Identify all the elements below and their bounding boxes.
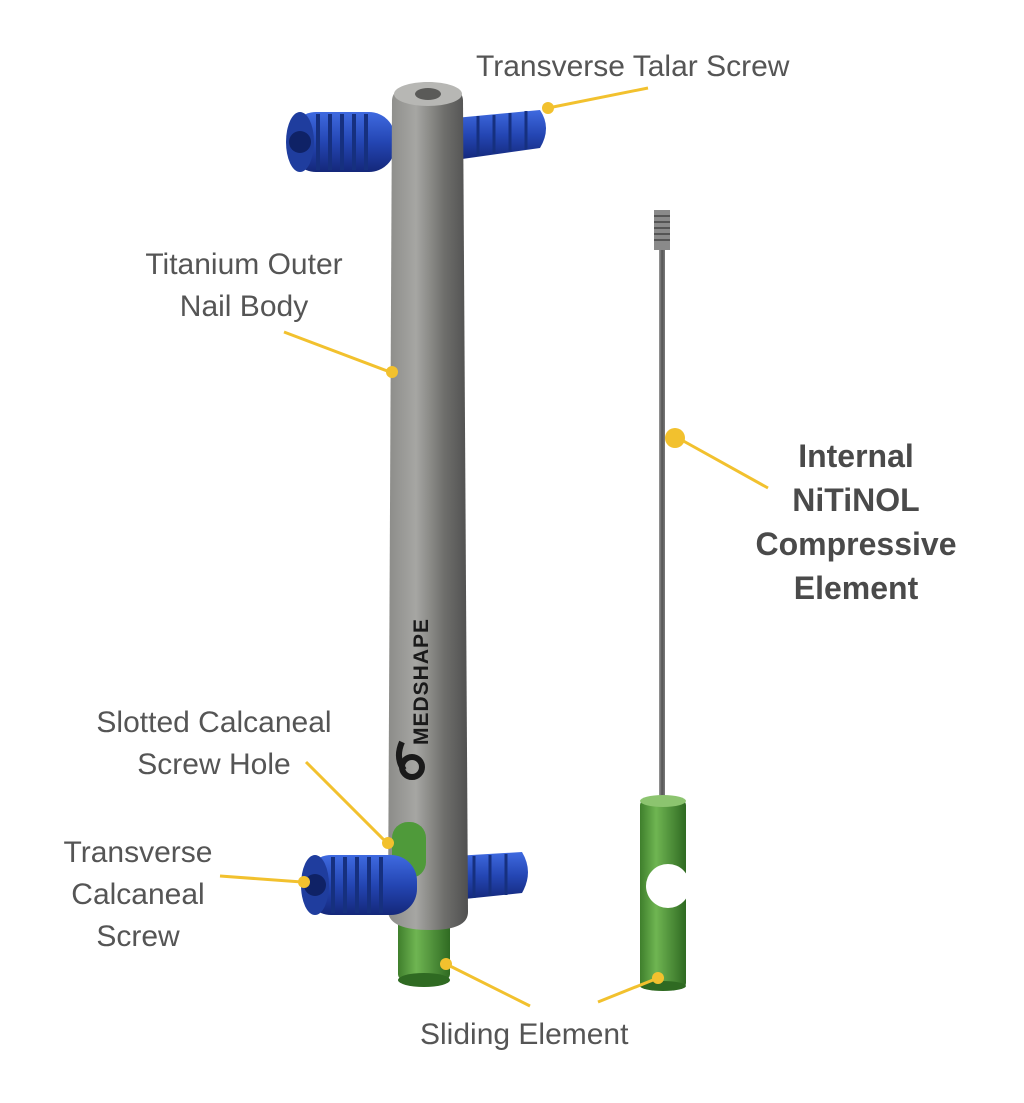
titanium-nail-body: MEDSHAPE	[388, 82, 468, 930]
label-transverse-calcaneal-screw: Transverse Calcaneal Screw	[63, 836, 213, 953]
nitinol-compressive-element	[640, 210, 690, 991]
label-slotted-calcaneal-screw-hole: Slotted Calcaneal Screw Hole	[96, 706, 332, 781]
nail-sliding-element	[398, 920, 450, 987]
leader-nail-body	[283, 330, 391, 374]
leader-sliding-right	[597, 976, 659, 1004]
label-titanium-outer-nail-body: Titanium Outer Nail Body	[145, 248, 343, 323]
leader-calcaneal-screw	[219, 874, 303, 884]
label-internal-nitinol-compressive-element: Internal NiTiNOL Compressive Element	[755, 438, 957, 606]
transverse-calcaneal-screw	[301, 855, 417, 915]
leader-lines	[219, 86, 769, 1008]
transverse-talar-screw	[286, 110, 546, 172]
label-sliding-element: Sliding Element	[420, 1018, 629, 1051]
leader-talar-screw	[547, 86, 649, 110]
leader-sliding-left	[445, 962, 531, 1008]
leader-slotted-hole	[304, 760, 386, 842]
label-transverse-talar-screw: Transverse Talar Screw	[476, 50, 790, 83]
leader-dots	[298, 102, 685, 984]
brand-text: MEDSHAPE	[410, 618, 433, 745]
leader-nitinol	[677, 436, 769, 490]
transverse-calcaneal-screw-tip	[455, 852, 528, 900]
